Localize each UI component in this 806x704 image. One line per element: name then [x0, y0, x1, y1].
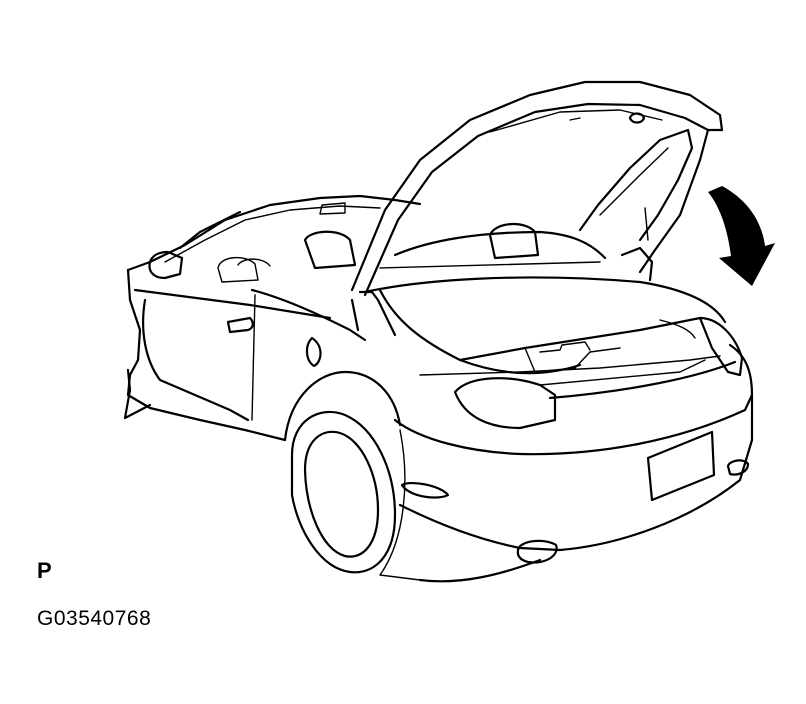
figure-id: G03540768 — [37, 607, 152, 630]
marker-label: P — [37, 558, 52, 583]
close-direction-arrow-icon — [708, 186, 775, 286]
trunk-lid — [350, 80, 724, 337]
car-body — [123, 194, 754, 583]
trunk-opening — [217, 202, 737, 400]
